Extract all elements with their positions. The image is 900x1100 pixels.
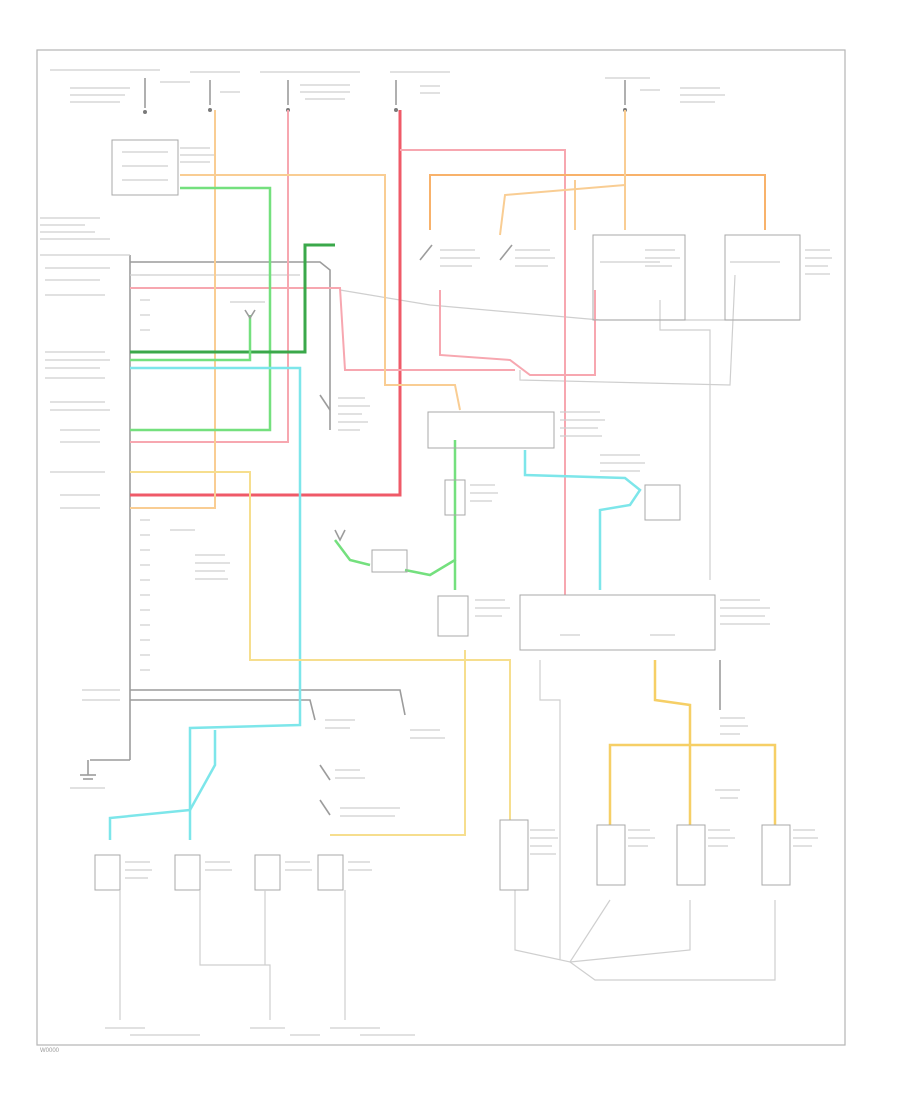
top-fuse-labels — [50, 69, 725, 103]
switch-icon — [419, 244, 555, 267]
center-component — [427, 411, 555, 449]
ground-icon — [70, 759, 130, 789]
footer-code: W0000 — [40, 1048, 60, 1054]
mid-switches — [319, 717, 748, 817]
green-wires — [130, 186, 457, 590]
bottom-left-loads — [94, 854, 415, 1036]
relay-center — [437, 595, 469, 637]
ground-icon — [230, 301, 346, 542]
red-wires — [130, 110, 596, 595]
cyan-wires — [108, 366, 642, 840]
splice-box-lower — [371, 549, 408, 573]
orange-wires — [130, 110, 766, 509]
relay-box-top-left — [111, 139, 179, 196]
main-module-right — [519, 594, 716, 651]
fuses — [143, 78, 627, 114]
switch-icon — [319, 394, 370, 431]
right-module-b — [724, 234, 801, 321]
sensor-box — [644, 484, 681, 521]
diagram-frame — [36, 49, 846, 1046]
yellow-wires — [130, 471, 777, 836]
bottom-right-loads — [499, 789, 818, 891]
ground-return-wires — [514, 660, 776, 981]
right-module-a — [592, 234, 686, 321]
control-module — [40, 217, 230, 760]
splice-box-upper — [444, 479, 466, 516]
